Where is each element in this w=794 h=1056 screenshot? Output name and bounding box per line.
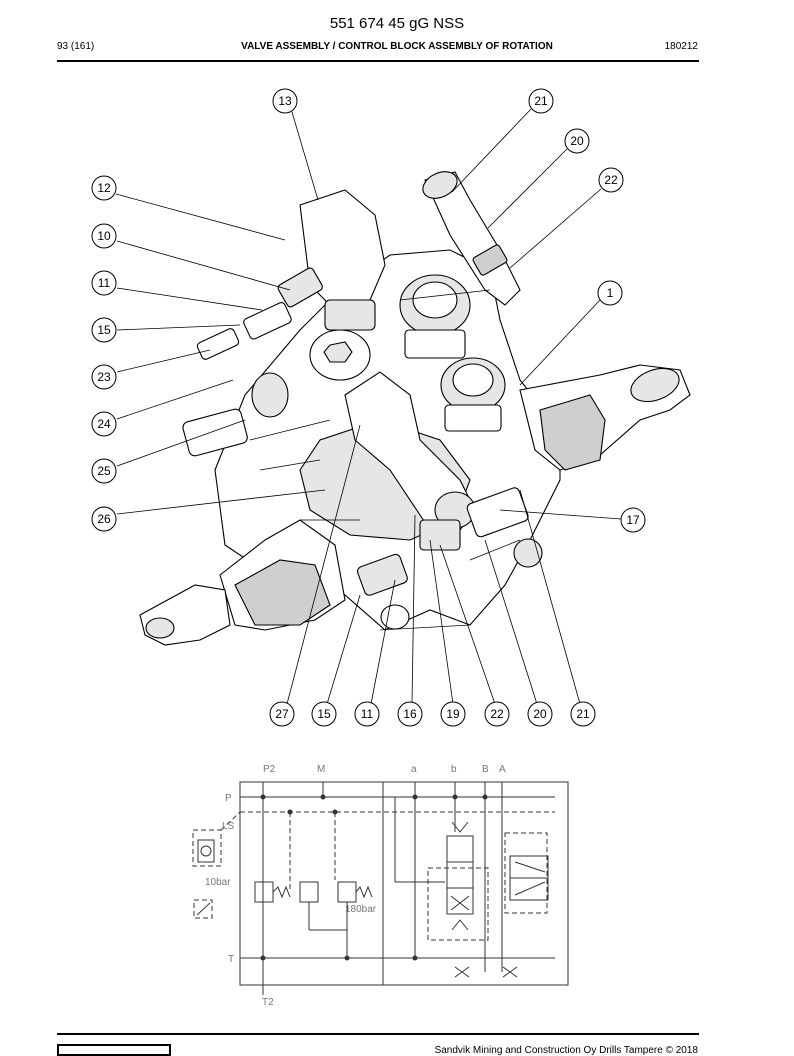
callout-25: 25 xyxy=(91,458,117,484)
svg-text:1: 1 xyxy=(607,286,614,300)
svg-text:24: 24 xyxy=(97,417,111,431)
callout-10: 10 xyxy=(91,223,117,249)
svg-text:21: 21 xyxy=(534,94,548,108)
callout-23: 23 xyxy=(91,364,117,390)
company-logo xyxy=(57,1044,171,1056)
svg-text:20: 20 xyxy=(570,134,584,148)
callout-19-bottom: 19 xyxy=(440,701,466,727)
svg-text:13: 13 xyxy=(278,94,292,108)
callout-24: 24 xyxy=(91,411,117,437)
port-label-t: T xyxy=(228,954,234,965)
svg-text:15: 15 xyxy=(317,707,331,721)
pressure-label-10bar: 10bar xyxy=(205,877,231,888)
port-label-b: B xyxy=(482,764,489,775)
footer-rule xyxy=(57,1033,699,1035)
port-label-a: A xyxy=(499,764,506,775)
callout-11: 11 xyxy=(91,270,117,296)
port-label-p2: P2 xyxy=(263,764,276,775)
callout-11-bottom: 11 xyxy=(354,701,380,727)
footer-copyright: Sandvik Mining and Construction Oy Drill… xyxy=(434,1045,698,1056)
valve-assembly-illustration xyxy=(139,171,691,646)
svg-text:11: 11 xyxy=(361,707,374,721)
page-number: 93 (161) xyxy=(57,41,95,52)
svg-text:22: 22 xyxy=(604,173,618,187)
svg-text:20: 20 xyxy=(533,707,547,721)
port-label-t2: T2 xyxy=(262,997,274,1008)
callout-26: 26 xyxy=(91,506,117,532)
svg-text:10: 10 xyxy=(97,229,111,243)
pressure-label-180bar: 180bar xyxy=(345,904,377,915)
hydraulic-schematic: P2 M a b B A P LS T T2 10bar 180bar xyxy=(192,764,569,1008)
svg-text:19: 19 xyxy=(446,707,460,721)
callout-1: 1 xyxy=(597,280,623,306)
callout-21-bottom: 21 xyxy=(570,701,596,727)
svg-text:22: 22 xyxy=(490,707,504,721)
svg-text:27: 27 xyxy=(275,707,289,721)
callout-22-bottom: 22 xyxy=(484,701,510,727)
port-label-ls: LS xyxy=(222,821,235,832)
leader-lines xyxy=(115,108,622,705)
callout-13: 13 xyxy=(272,88,298,114)
document-number: 551 674 45 gG NSS xyxy=(329,15,465,32)
document-code: 180212 xyxy=(664,41,698,52)
page-title: VALVE ASSEMBLY / CONTROL BLOCK ASSEMBLY … xyxy=(241,41,553,52)
svg-text:15: 15 xyxy=(97,323,111,337)
callout-20-bottom: 20 xyxy=(527,701,553,727)
header-rule xyxy=(57,60,699,62)
svg-text:23: 23 xyxy=(97,370,111,384)
svg-text:25: 25 xyxy=(97,464,111,478)
port-label-p: P xyxy=(225,793,232,804)
port-label-m: M xyxy=(317,764,325,775)
svg-text:26: 26 xyxy=(97,512,111,526)
callout-15-bottom: 15 xyxy=(311,701,337,727)
callout-27-bottom: 27 xyxy=(269,701,295,727)
callout-20: 20 xyxy=(564,128,590,154)
callout-15: 15 xyxy=(91,317,117,343)
callout-17: 17 xyxy=(620,507,646,533)
callout-21: 21 xyxy=(528,88,554,114)
callout-12: 12 xyxy=(91,175,117,201)
port-label-a-lower: a xyxy=(411,764,417,775)
svg-text:17: 17 xyxy=(626,513,640,527)
svg-text:12: 12 xyxy=(97,181,111,195)
svg-text:21: 21 xyxy=(576,707,590,721)
callout-22: 22 xyxy=(598,167,624,193)
svg-text:11: 11 xyxy=(98,276,111,290)
port-label-b-lower: b xyxy=(451,764,457,775)
svg-text:16: 16 xyxy=(403,707,417,721)
callout-16-bottom: 16 xyxy=(397,701,423,727)
